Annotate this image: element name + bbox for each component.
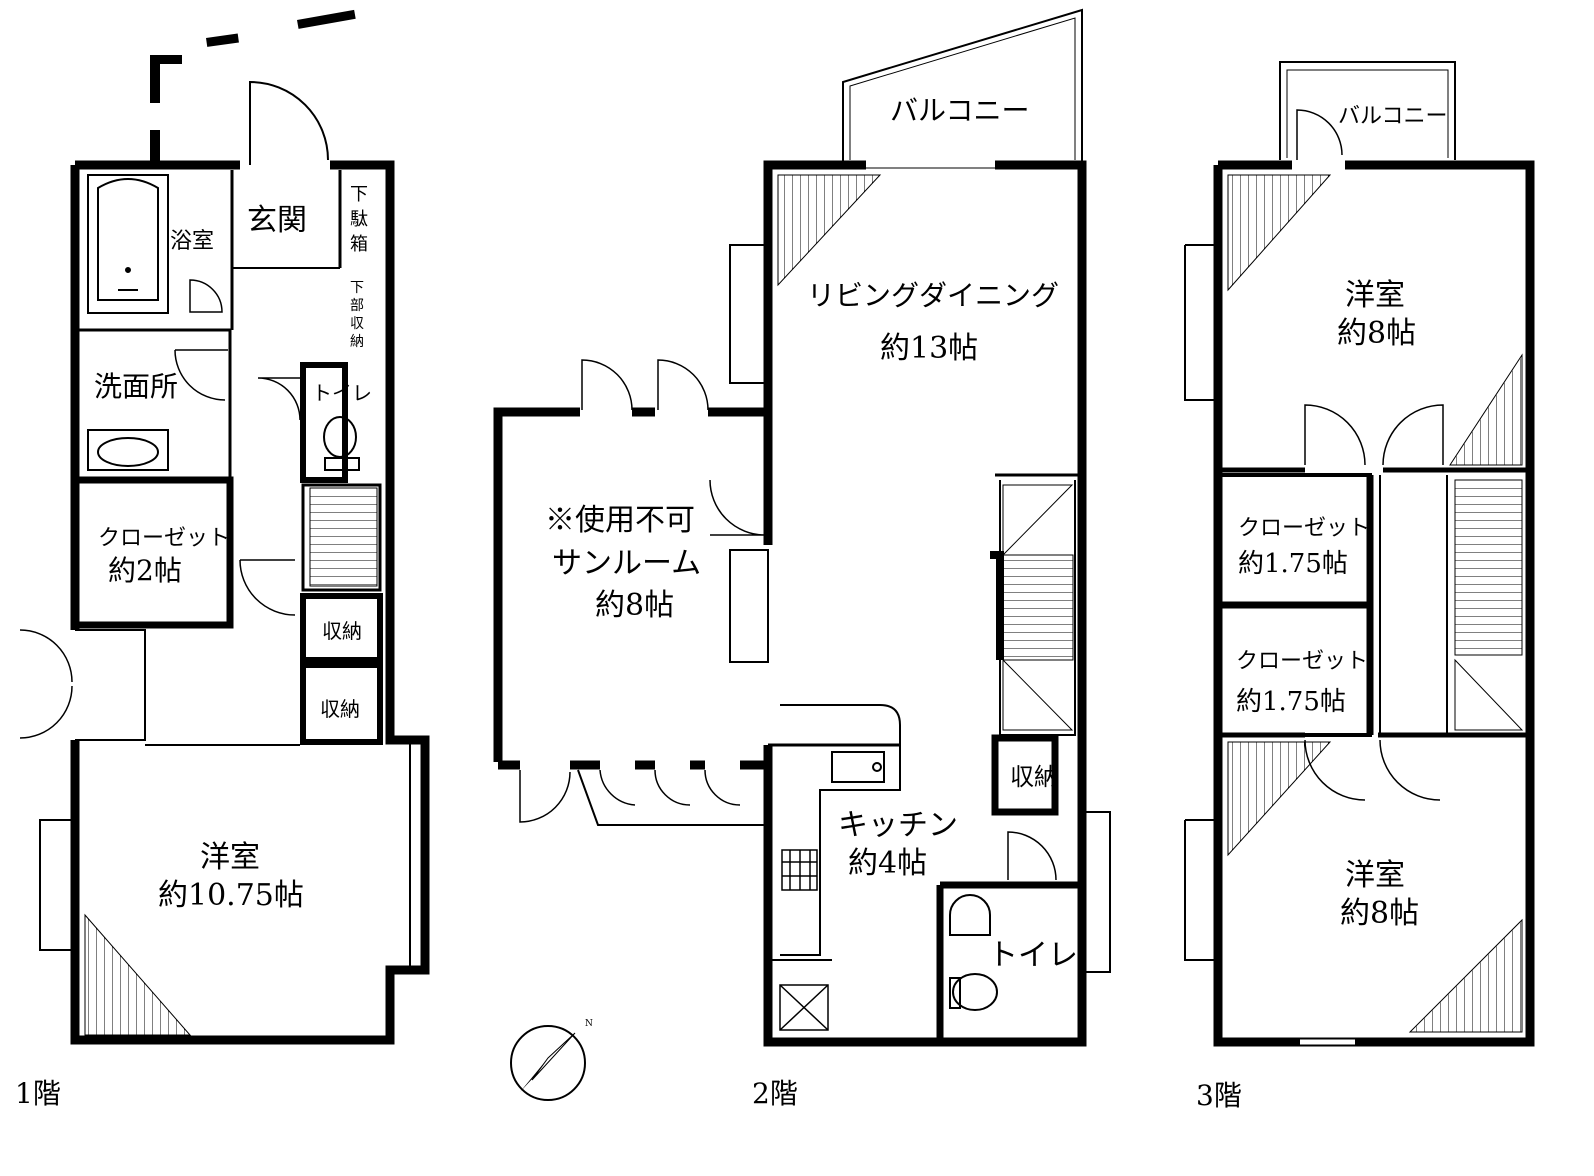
room-label-balcony-3f: バルコニー: [1338, 104, 1448, 129]
floor-1: 浴室 玄関 下 駄 箱 下 部 収 納 洗面所 トイレ クローゼット 約2帖 収…: [15, 9, 430, 1110]
room-label-balcony-2f: バルコニー: [890, 94, 1029, 127]
floor-label-3: 3階: [1196, 1079, 1242, 1112]
stairs-upper-2f: [777, 174, 882, 287]
room-label-closet-3f-a: クローゼット: [1238, 516, 1370, 541]
room-label-under-storage-1: 下: [350, 280, 364, 296]
floor-3-walls: [1184, 160, 1535, 1047]
compass-north-arrow-icon: N: [510, 1019, 593, 1101]
floor-3: バルコニー 洋室 約8帖 クローゼット 約1.75帖 クローゼット 約1.75帖…: [1184, 61, 1535, 1112]
kitchen-sink: [831, 751, 885, 783]
entry-door[interactable]: [249, 80, 329, 165]
bathtub: [87, 174, 169, 314]
floor-1-walls: [39, 160, 430, 1045]
side-door-1f[interactable]: [19, 629, 73, 739]
stairs-2f: [1002, 554, 1074, 661]
toilet-door-2f[interactable]: [1007, 831, 1057, 881]
room-size-living: 約13帖: [880, 331, 978, 366]
balcony-2f: [842, 8, 1083, 163]
room-label-western-3f-upper: 洋室: [1345, 278, 1405, 313]
room-label-toilet-2f: トイレ: [988, 938, 1078, 973]
room-label-storage-b: 収納: [320, 697, 360, 721]
kitchen-stove: [781, 849, 818, 891]
wash-basin: [87, 429, 169, 471]
sunroom-door-c[interactable]: [709, 479, 766, 536]
room-size-closet-3f-b: 約1.75帖: [1236, 687, 1346, 717]
room-label-shoe-box-3: 箱: [350, 234, 368, 255]
sunroom-door-b[interactable]: [657, 359, 709, 411]
room-size-closet-3f-a: 約1.75帖: [1238, 549, 1348, 579]
bath-door[interactable]: [189, 279, 223, 313]
stairs-3f: [1454, 479, 1523, 656]
room-doors-3f-lower[interactable]: [1304, 739, 1441, 801]
room-label-sunroom: サンルーム: [552, 546, 701, 581]
washroom-door[interactable]: [174, 349, 228, 401]
room-label-storage-2f: 収納: [1010, 763, 1058, 791]
room-note-sunroom: ※使用不可: [545, 503, 695, 538]
stairs-hatch-3f-d: [1408, 918, 1523, 1033]
room-label-bath: 浴室: [170, 229, 214, 254]
toilet-fixture-2f: [949, 894, 998, 1011]
room-label-living: リビングダイニング: [807, 279, 1059, 312]
room-label-western-3f-lower: 洋室: [1345, 858, 1405, 893]
room-size-western-3f-lower: 約8帖: [1340, 896, 1419, 931]
room-label-western-1f: 洋室: [200, 840, 260, 875]
sunroom-bottom-doors[interactable]: [519, 769, 741, 823]
stairs-hatch-3f-c: [1227, 741, 1332, 857]
entrance-canopy: [150, 9, 356, 162]
stairs-1f: [309, 487, 378, 587]
sunroom-door-a[interactable]: [581, 359, 633, 411]
room-label-toilet-1f: トイレ: [312, 381, 372, 405]
toilet-fixture-1f: [323, 416, 360, 471]
stairs-under-1f: [84, 913, 192, 1036]
toilet-door-1f[interactable]: [257, 377, 301, 421]
compass-north-label: N: [585, 1019, 593, 1029]
floor-label-1: 1階: [15, 1077, 61, 1110]
room-label-entrance: 玄関: [247, 203, 307, 238]
balcony-3f: [1279, 61, 1456, 160]
room-label-storage-a: 収納: [322, 619, 362, 643]
room-label-shoe-box-1: 下: [350, 184, 368, 205]
room-label-closet-1f: クローゼット: [98, 526, 230, 551]
pantry-box: [779, 984, 829, 1031]
room-label-under-storage-3: 収: [350, 316, 364, 332]
floor-label-2: 2階: [752, 1077, 798, 1110]
room-size-kitchen: 約4帖: [848, 846, 927, 881]
room-label-under-storage-4: 納: [350, 334, 364, 350]
stairs-hatch-3f-b: [1449, 353, 1523, 466]
room-doors-3f-upper[interactable]: [1304, 404, 1444, 466]
closet-door-1f[interactable]: [239, 559, 296, 616]
room-size-western-1f: 約10.75帖: [158, 878, 304, 913]
room-size-sunroom: 約8帖: [595, 588, 674, 623]
balcony-door-3f[interactable]: [1296, 109, 1343, 160]
floor-2: バルコニー リビングダイニング 約13帖 ※使用不可 サンルーム 約8帖 収納 …: [493, 8, 1111, 1110]
room-label-kitchen: キッチン: [838, 808, 958, 843]
room-label-shoe-box-2: 駄: [350, 209, 368, 230]
floor-2-walls: [493, 160, 1111, 1047]
stairs-hatch-3f-a: [1227, 174, 1332, 292]
room-label-closet-3f-b: クローゼット: [1236, 649, 1368, 674]
room-label-washroom: 洗面所: [94, 370, 178, 403]
room-size-western-3f-upper: 約8帖: [1337, 316, 1416, 351]
room-size-closet-1f: 約2帖: [108, 554, 182, 587]
room-label-under-storage-2: 部: [350, 298, 364, 314]
